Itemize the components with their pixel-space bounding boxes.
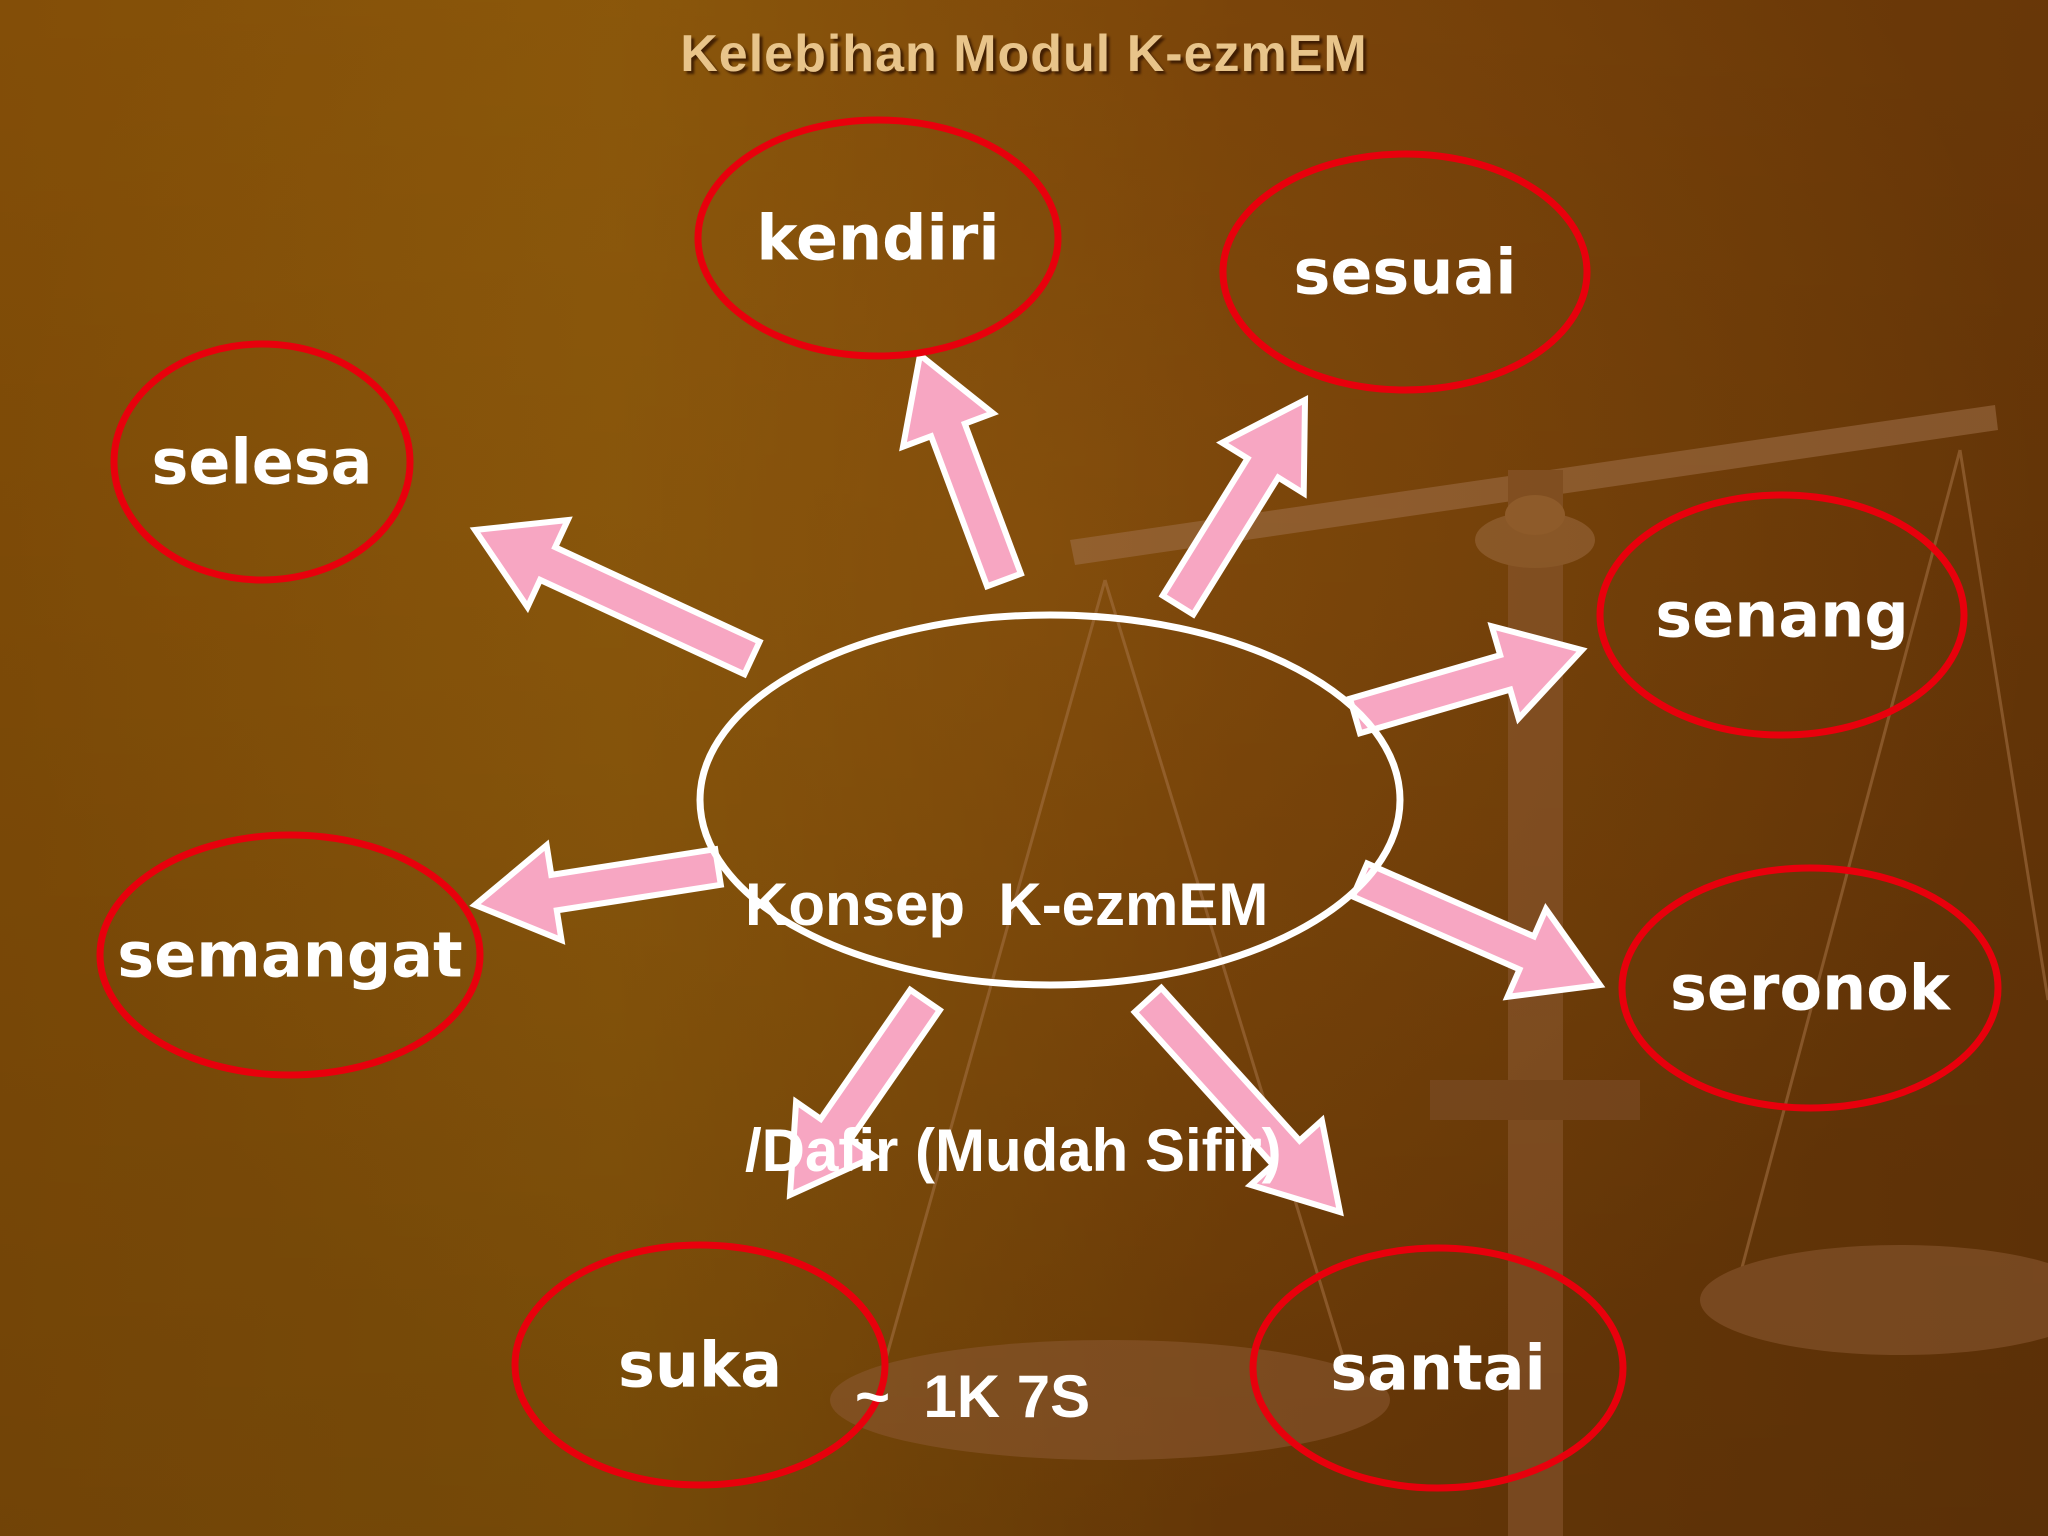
- node-ellipse-semangat: [96, 831, 484, 1079]
- center-line-1: Konsep K-ezmEM: [745, 871, 1269, 938]
- arrow-to-selesa: [469, 516, 764, 679]
- node-ellipse-kendiri: [694, 116, 1062, 360]
- arrow-to-sesuai: [1158, 395, 1309, 619]
- node-label-kendiri: kendiri: [756, 201, 1000, 275]
- arrow-to-suka: [786, 985, 944, 1200]
- node-label-seronok: seronok: [1669, 951, 1951, 1025]
- arrow-to-santai: [1130, 983, 1344, 1217]
- arrows-group: [469, 349, 1606, 1217]
- node-label-santai: santai: [1330, 1331, 1546, 1405]
- arrow-to-seronok: [1348, 859, 1606, 1001]
- node-ellipse-senang: [1596, 491, 1968, 739]
- node-ellipse-seronok: [1618, 864, 2002, 1112]
- node-label-selesa: selesa: [151, 425, 373, 499]
- arrow-to-semangat: [469, 839, 725, 945]
- node-label-sesuai: sesuai: [1293, 235, 1517, 309]
- node-ellipse-suka: [511, 1241, 889, 1489]
- node-ellipses: [96, 116, 2002, 1492]
- arrow-to-senang: [1346, 621, 1588, 738]
- node-ellipse-santai: [1249, 1244, 1627, 1492]
- node-ellipse-sesuai: [1219, 150, 1591, 394]
- center-line-3: ~ 1K 7S: [855, 1363, 1091, 1430]
- center-concept-text: Konsep K-ezmEM /Dafir (Mudah Sifir) ~ 1K…: [745, 700, 1282, 1536]
- node-label-suka: suka: [617, 1328, 783, 1402]
- slide-title: Kelebihan Modul K-ezmEM: [680, 25, 1368, 83]
- node-ellipse-selesa: [110, 340, 414, 584]
- center-ellipse: [696, 611, 1404, 989]
- center-line-2: /Dafir (Mudah Sifir): [745, 1117, 1282, 1184]
- node-label-senang: senang: [1655, 578, 1909, 652]
- node-label-semangat: semangat: [117, 918, 463, 992]
- arrow-to-kendiri: [899, 349, 1025, 591]
